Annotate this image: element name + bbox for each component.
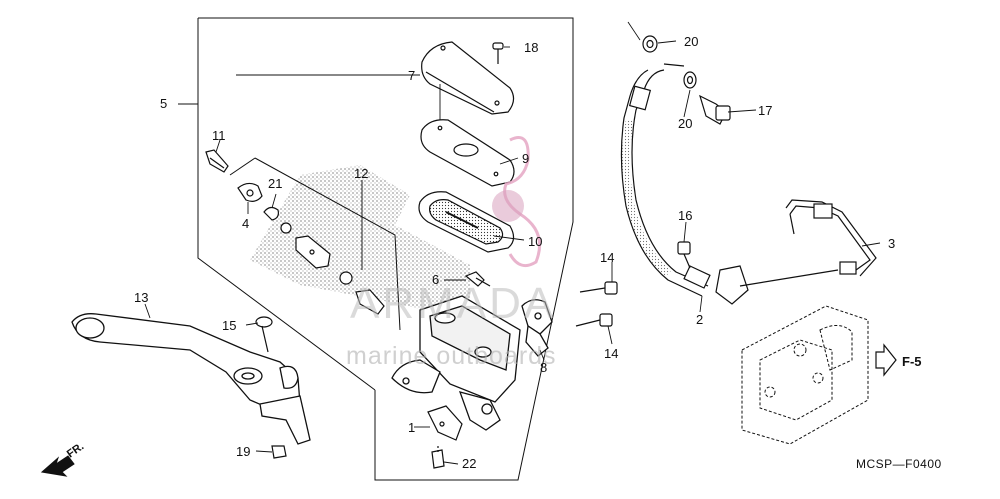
diagram-code: MCSP—F0400 [856,457,942,471]
callouts: 1 2 3 4 5 6 7 8 9 10 11 12 13 14 14 15 1… [134,34,895,471]
callout-4: 4 [242,216,249,231]
bolts-14 [575,281,618,327]
assembly-outline [197,17,574,481]
watermark-brand: ARMADA [350,279,556,328]
callout-10: 10 [528,234,542,249]
callout-22: 22 [462,456,476,471]
piston-set [205,149,385,315]
callout-2: 2 [696,312,703,327]
callout-11: 11 [212,128,226,143]
brake-lever [71,313,311,445]
callout-19: 19 [236,444,250,459]
reservoir-plate [420,119,515,187]
washers-20 [642,35,697,89]
watermark-tagline: marine outboards [346,342,557,370]
front-direction-arrow [40,455,75,477]
lever-nut-19 [271,445,287,459]
screw-6 [464,271,491,287]
callout-21: 21 [268,176,282,191]
callout-9: 9 [522,151,529,166]
diaphragm [418,191,515,253]
lever-bolt-15 [255,316,273,353]
leader-lines [144,21,881,465]
callout-13: 13 [134,290,148,305]
callout-3: 3 [888,236,895,251]
armada-watermark: ARMADA marine outboards [346,136,557,370]
ref-arrow-f5 [875,343,897,377]
callout-14-upper: 14 [600,250,614,265]
callout-14-lower: 14 [604,346,618,361]
callout-8: 8 [540,360,547,375]
switch-clamp [427,405,463,469]
brake-pipe [739,199,877,287]
callout-6: 6 [432,272,439,287]
callout-20-lower: 20 [678,116,692,131]
callout-7: 7 [408,68,415,83]
callout-20-upper: 20 [684,34,698,49]
ref-section-label: F-5 [902,354,922,369]
callout-1: 1 [408,420,415,435]
bolt-16 [677,241,691,269]
honda-wing-watermark [250,165,470,320]
abs-modulator [741,305,869,445]
callout-16: 16 [678,208,692,223]
callout-5: 5 [160,96,167,111]
callout-17: 17 [758,103,772,118]
callout-12: 12 [354,166,368,181]
brake-hose [620,63,749,305]
reservoir-cap [421,41,515,115]
bolt-18 [492,42,504,64]
callout-18: 18 [524,40,538,55]
callout-15: 15 [222,318,236,333]
bolt-17 [699,94,731,125]
master-cylinder-body [391,295,553,431]
